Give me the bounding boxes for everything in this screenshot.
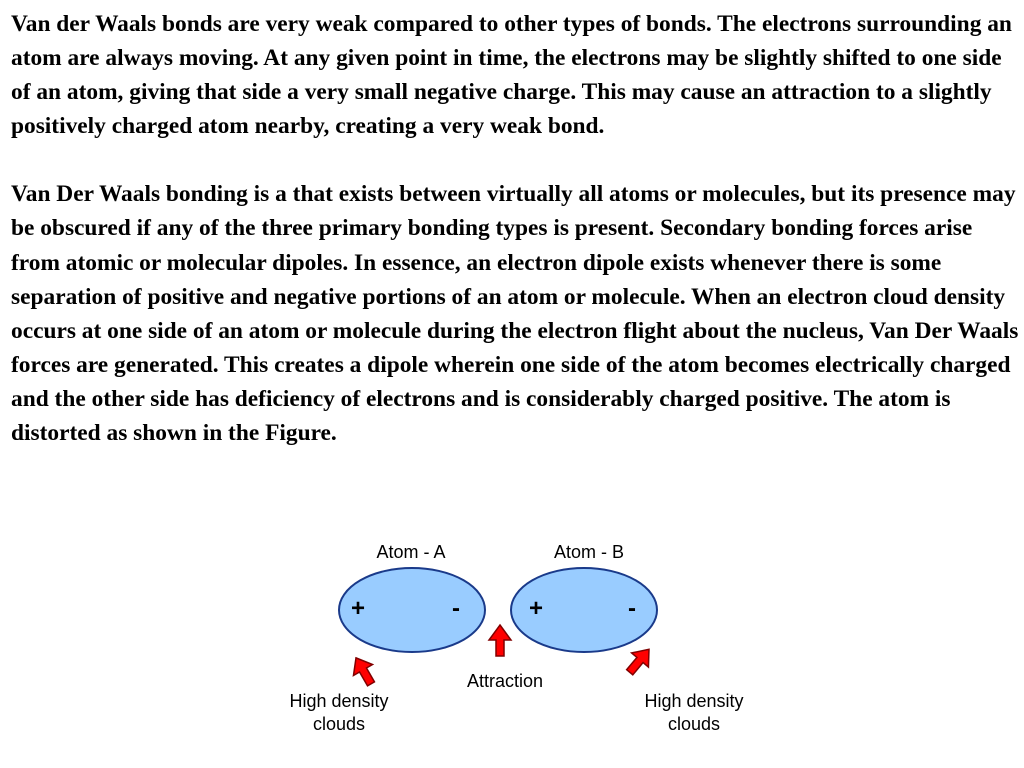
left-density-label-line1: High density bbox=[289, 691, 388, 711]
figure-canvas: Atom - A Atom - B + - + - Attraction Hig… bbox=[289, 542, 743, 734]
atom-a-label: Atom - A bbox=[376, 542, 445, 562]
atom-a-negative-sign: - bbox=[452, 595, 460, 622]
middle-arrow-icon bbox=[487, 623, 513, 657]
atom-b-label: Atom - B bbox=[554, 542, 624, 562]
atom-a-ellipse bbox=[338, 567, 486, 653]
left-density-label-line2: clouds bbox=[313, 714, 365, 734]
atom-b-negative-sign: - bbox=[628, 595, 636, 622]
atom-b-positive-sign: + bbox=[529, 595, 543, 622]
attraction-label: Attraction bbox=[467, 671, 543, 691]
paragraph-intro: Van der Waals bonds are very weak compar… bbox=[11, 11, 1012, 140]
article-text: Van der Waals bonds are very weak compar… bbox=[11, 7, 1021, 450]
paragraph-detail: Van Der Waals bonding is a that exists b… bbox=[11, 181, 1019, 447]
atom-dipole-figure: Atom - A Atom - B + - + - Attraction Hig… bbox=[270, 530, 770, 760]
left-arrow-icon bbox=[352, 656, 376, 687]
right-arrow-icon bbox=[625, 648, 650, 676]
right-density-label-line2: clouds bbox=[668, 714, 720, 734]
right-density-label-line1: High density bbox=[644, 691, 743, 711]
atom-a-positive-sign: + bbox=[351, 595, 365, 622]
atom-b-ellipse bbox=[510, 567, 658, 653]
